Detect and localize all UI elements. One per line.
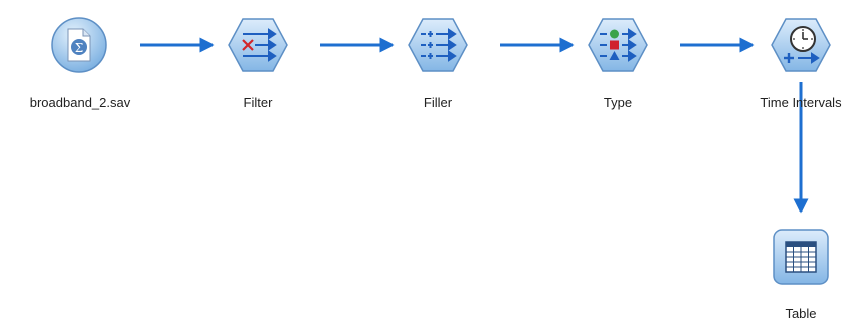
table-icon (773, 229, 829, 285)
filter-icon (228, 18, 288, 72)
statistics-file-icon: Σ (51, 17, 107, 73)
filter-node[interactable] (225, 12, 291, 78)
filler-node[interactable] (405, 12, 471, 78)
filler-icon (408, 18, 468, 72)
source-node[interactable]: Σ (46, 12, 112, 78)
clock-icon (771, 18, 831, 72)
svg-text:Σ: Σ (75, 41, 83, 55)
node-label-filler: Filler (423, 95, 453, 110)
node-label-table: Table (785, 306, 817, 321)
time-intervals-node[interactable] (768, 12, 834, 78)
node-label-time-intervals: Time Intervals (760, 95, 842, 110)
node-label-type: Type (603, 95, 633, 110)
type-node[interactable] (585, 12, 651, 78)
node-label-filter: Filter (243, 95, 273, 110)
node-label-source: broadband_2.sav (29, 95, 131, 110)
type-icon (588, 18, 648, 72)
table-node[interactable] (768, 224, 834, 290)
